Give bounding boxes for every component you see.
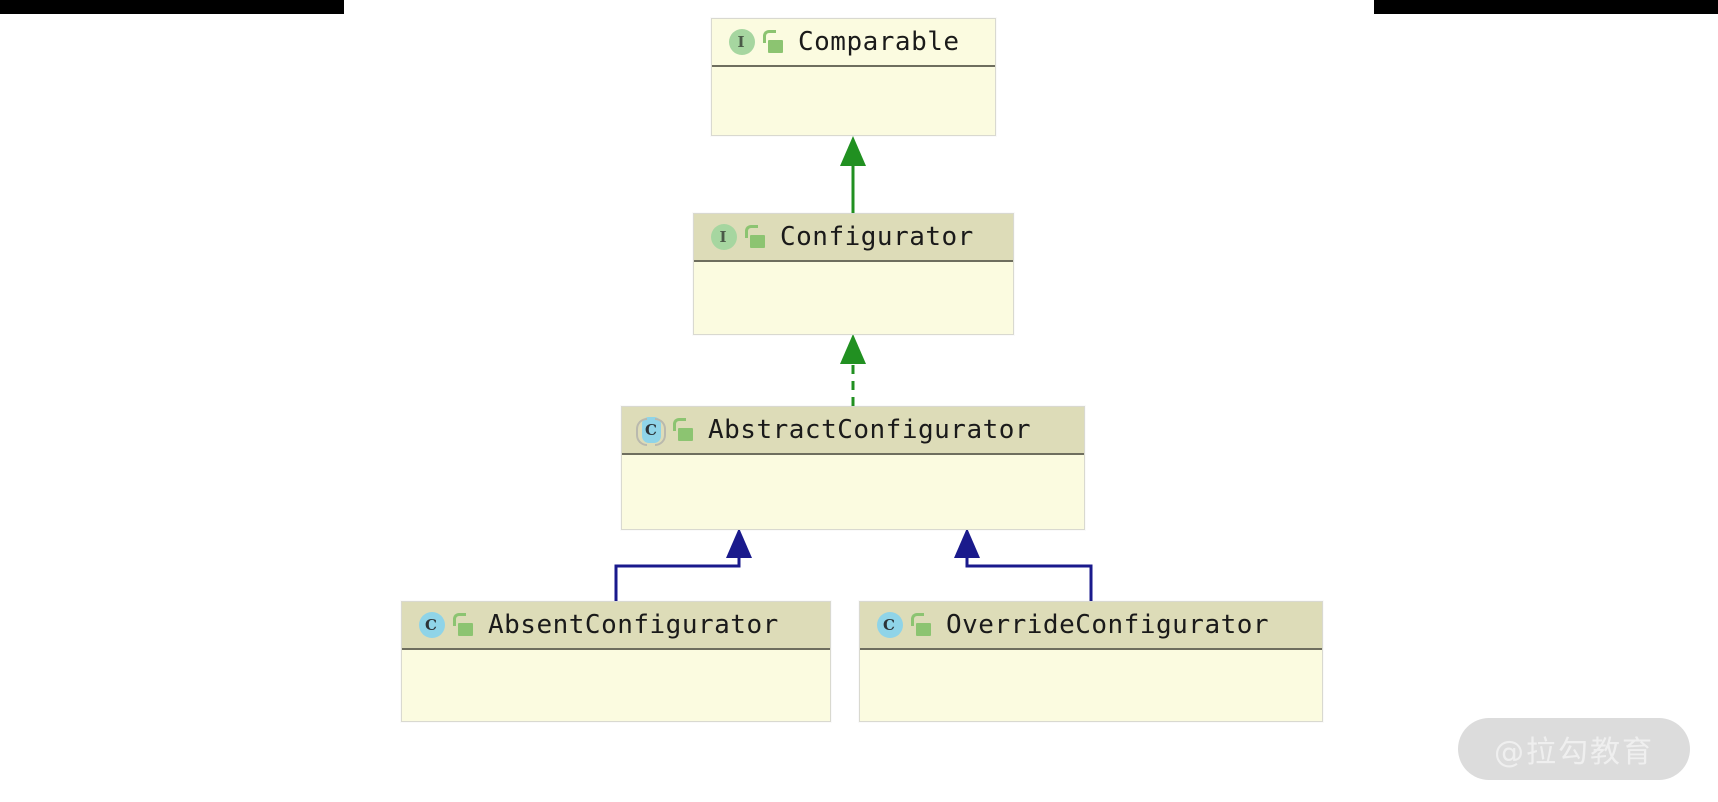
uml-node-abstract-configurator[interactable]: C AbstractConfigurator <box>621 406 1085 530</box>
uml-node-title: Configurator <box>780 222 974 252</box>
uml-node-header[interactable]: I Comparable <box>712 19 995 67</box>
class-icon: C <box>874 610 904 640</box>
uml-node-configurator[interactable]: I Configurator <box>693 213 1014 335</box>
uml-node-header[interactable]: C AbstractConfigurator <box>622 407 1084 455</box>
class-icon: C <box>416 610 446 640</box>
uml-node-members <box>712 67 995 113</box>
edge-abstract-configurator[interactable] <box>840 334 866 406</box>
uml-node-comparable[interactable]: I Comparable <box>711 18 996 136</box>
watermark-text: @拉勾教育 <box>1494 735 1654 770</box>
uml-node-members <box>402 650 830 696</box>
uml-node-members <box>860 650 1322 696</box>
uml-node-header[interactable]: C AbsentConfigurator <box>402 602 830 650</box>
edge-override-abstract[interactable] <box>954 528 1093 601</box>
letterbox-bar-left <box>0 0 344 14</box>
edge-configurator-comparable[interactable] <box>840 136 866 213</box>
uml-node-override-configurator[interactable]: C OverrideConfigurator <box>859 601 1323 722</box>
uml-node-title: AbsentConfigurator <box>488 610 779 640</box>
unlock-icon <box>744 224 766 250</box>
uml-node-title: AbstractConfigurator <box>708 415 1032 445</box>
unlock-icon <box>452 612 474 638</box>
uml-node-absent-configurator[interactable]: C AbsentConfigurator <box>401 601 831 722</box>
interface-icon: I <box>726 27 756 57</box>
unlock-icon <box>672 417 694 443</box>
uml-node-header[interactable]: C OverrideConfigurator <box>860 602 1322 650</box>
unlock-icon <box>910 612 932 638</box>
unlock-icon <box>762 29 784 55</box>
abstract-class-icon: C <box>636 415 666 446</box>
uml-node-title: Comparable <box>798 27 960 57</box>
edge-absent-abstract[interactable] <box>614 528 752 601</box>
uml-node-header[interactable]: I Configurator <box>694 214 1013 262</box>
uml-node-members <box>694 262 1013 308</box>
uml-node-title: OverrideConfigurator <box>946 610 1270 640</box>
letterbox-bar-right <box>1374 0 1718 14</box>
watermark: @拉勾教育 <box>1458 718 1690 780</box>
uml-node-members <box>622 455 1084 501</box>
interface-icon: I <box>708 222 738 252</box>
